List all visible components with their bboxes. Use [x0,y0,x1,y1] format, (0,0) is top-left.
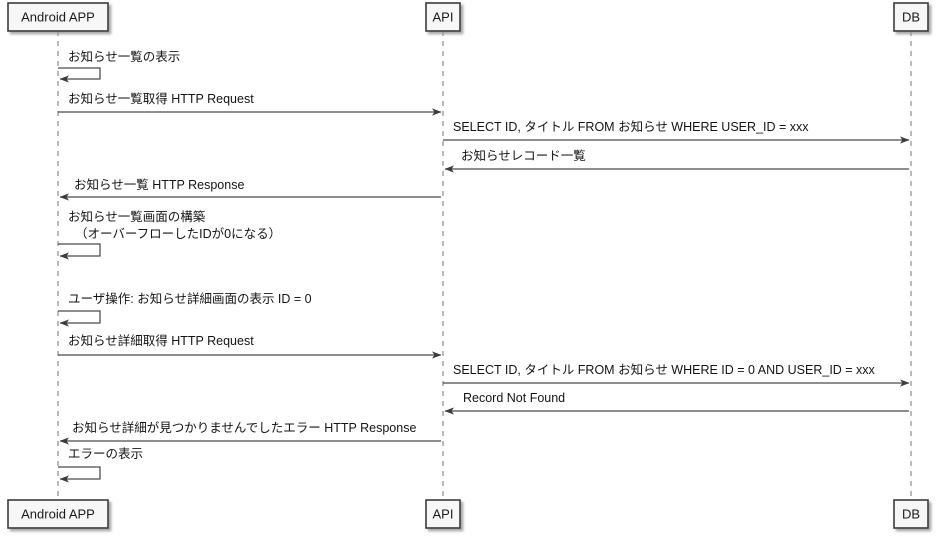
participant-box-api-top[interactable]: API [425,2,461,32]
message-5-return[interactable]: お知らせ一覧 HTTP Response [59,177,441,201]
message-6-self[interactable]: お知らせ一覧画面の構築 （オーバーフローしたIDが0になる） [58,209,281,260]
participant-box-rect [893,2,929,32]
message-label: ユーザ操作: お知らせ詳細画面の表示 ID = 0 [68,291,312,306]
participant-box-rect [425,2,461,32]
message-7-self[interactable]: ユーザ操作: お知らせ詳細画面の表示 ID = 0 [58,291,312,327]
message-label: SELECT ID, タイトル FROM お知らせ WHERE ID = 0 A… [453,363,876,377]
self-message-line [58,67,101,83]
message-3-call[interactable]: SELECT ID, タイトル FROM お知らせ WHERE USER_ID … [443,120,910,144]
message-label: お知らせ一覧画面の構築 [68,209,206,224]
participant-box-app-bottom[interactable]: Android APP [7,499,109,529]
message-8-call[interactable]: お知らせ詳細取得 HTTP Request [58,333,442,359]
message-label: お知らせ一覧取得 HTTP Request [68,91,254,106]
participant-label-db: DB [902,506,920,521]
message-4-return[interactable]: お知らせレコード一覧 [444,148,909,173]
message-12-self[interactable]: エラーの表示 [58,447,143,483]
participant-box-app-top[interactable]: Android APP [7,2,109,32]
lifelines-layer [57,31,912,500]
participant-box-rect [7,499,109,529]
message-1-self[interactable]: お知らせ一覧の表示 [58,49,180,83]
participant-box-rect [893,499,929,529]
participant-label-app: Android APP [21,506,95,521]
message-label: お知らせ詳細が見つかりませんでしたエラー HTTP Response [72,420,416,435]
message-10-return[interactable]: Record Not Found [444,391,909,415]
self-message-line [58,243,101,260]
message-label: お知らせ一覧の表示 [68,49,180,64]
participant-label-app: Android APP [21,9,95,24]
message-label: エラーの表示 [68,447,143,461]
message-label: SELECT ID, タイトル FROM お知らせ WHERE USER_ID … [453,120,809,134]
participant-box-db-top[interactable]: DB [893,2,929,32]
participant-label-db: DB [902,9,920,24]
message-label: お知らせ詳細取得 HTTP Request [68,333,254,348]
participant-boxes-layer: Android APP Android APP API API DB DB [7,2,929,529]
participant-box-rect [7,2,109,32]
message-label: お知らせレコード一覧 [461,148,586,163]
self-message-line [58,466,101,483]
participant-box-rect [425,499,461,529]
participant-box-db-bottom[interactable]: DB [893,499,929,529]
message-label: お知らせ一覧 HTTP Response [74,177,244,192]
message-9-call[interactable]: SELECT ID, タイトル FROM お知らせ WHERE ID = 0 A… [443,363,910,387]
message-label-line2: （オーバーフローしたIDが0になる） [75,226,281,241]
participant-label-api: API [433,506,454,521]
participant-label-api: API [433,9,454,24]
message-2-call[interactable]: お知らせ一覧取得 HTTP Request [58,91,442,116]
message-11-return[interactable]: お知らせ詳細が見つかりませんでしたエラー HTTP Response [59,420,441,445]
participant-box-api-bottom[interactable]: API [425,499,461,529]
message-label: Record Not Found [463,391,565,405]
self-message-line [58,310,101,327]
